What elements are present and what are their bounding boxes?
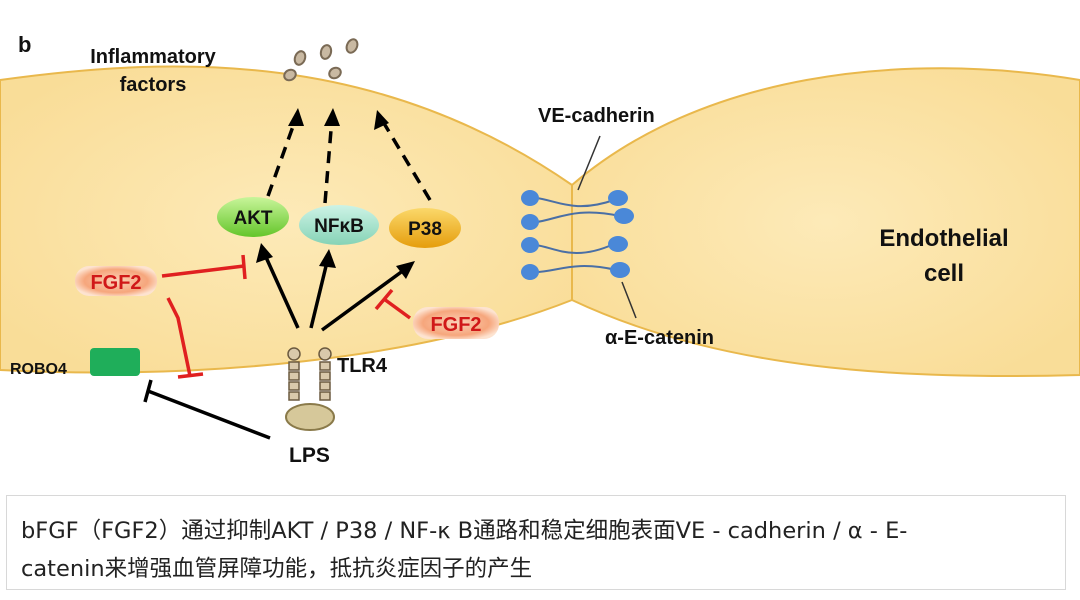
fgf2-right-node [413, 307, 499, 339]
lps-label: LPS [289, 444, 330, 467]
caption-box: bFGF（FGF2）通过抑制AKT / P38 / NF-κ B通路和稳定细胞表… [6, 495, 1066, 590]
nfkb-label: NFκB [314, 216, 364, 237]
inflammatory-factors-label-2: factors [120, 74, 187, 96]
pathway-diagram: b Inflammatory factors AKT NFκB P38 [0, 32, 1080, 467]
activation-arrows [263, 254, 406, 332]
robo4-receptor [90, 348, 140, 376]
fgf2-left-label: FGF2 [90, 272, 141, 294]
akt-label: AKT [233, 208, 272, 229]
caption-text: bFGF（FGF2）通过抑制AKT / P38 / NF-κ B通路和稳定细胞表… [21, 512, 1056, 588]
ve-cadherin-complex [521, 190, 634, 280]
ve-cadherin-label: VE-cadherin [538, 105, 655, 127]
dashed-arrows [266, 117, 432, 204]
right-cell [571, 67, 1080, 378]
endothelial-cell-label-2: cell [924, 260, 964, 287]
pathway-svg: b Inflammatory factors AKT NFκB P38 [0, 32, 1080, 467]
fgf2-left-node [75, 266, 157, 296]
ve-cadherin-callout [577, 135, 601, 191]
inflammatory-factors-label-1: Inflammatory [90, 46, 216, 68]
dashed-arrow-heads [288, 108, 389, 130]
p38-label: P38 [408, 219, 442, 240]
robo4-label: ROBO4 [10, 361, 67, 378]
akt-node [217, 197, 289, 237]
alpha-e-catenin-label: α-E-catenin [605, 327, 714, 349]
alpha-e-catenin-callout [621, 281, 637, 319]
caption-line-1: bFGF（FGF2）通过抑制AKT / P38 / NF-κ B通路和稳定细胞表… [21, 518, 908, 544]
endothelial-cell-label-1: Endothelial [879, 225, 1008, 252]
fgf2-inhibition-lines [161, 254, 412, 379]
lps-inhibition-line [143, 379, 271, 440]
fgf2-right-label: FGF2 [430, 314, 481, 336]
p38-node [389, 208, 461, 248]
activation-arrow-heads [256, 243, 415, 279]
nfkb-node [299, 205, 379, 245]
inflammatory-particles [283, 38, 359, 82]
caption-line-2: catenin来增强血管屏障功能，抵抗炎症因子的产生 [21, 556, 533, 582]
tlr4-receptor [285, 347, 335, 431]
panel-label: b [18, 32, 31, 57]
tlr4-label: TLR4 [337, 355, 388, 377]
